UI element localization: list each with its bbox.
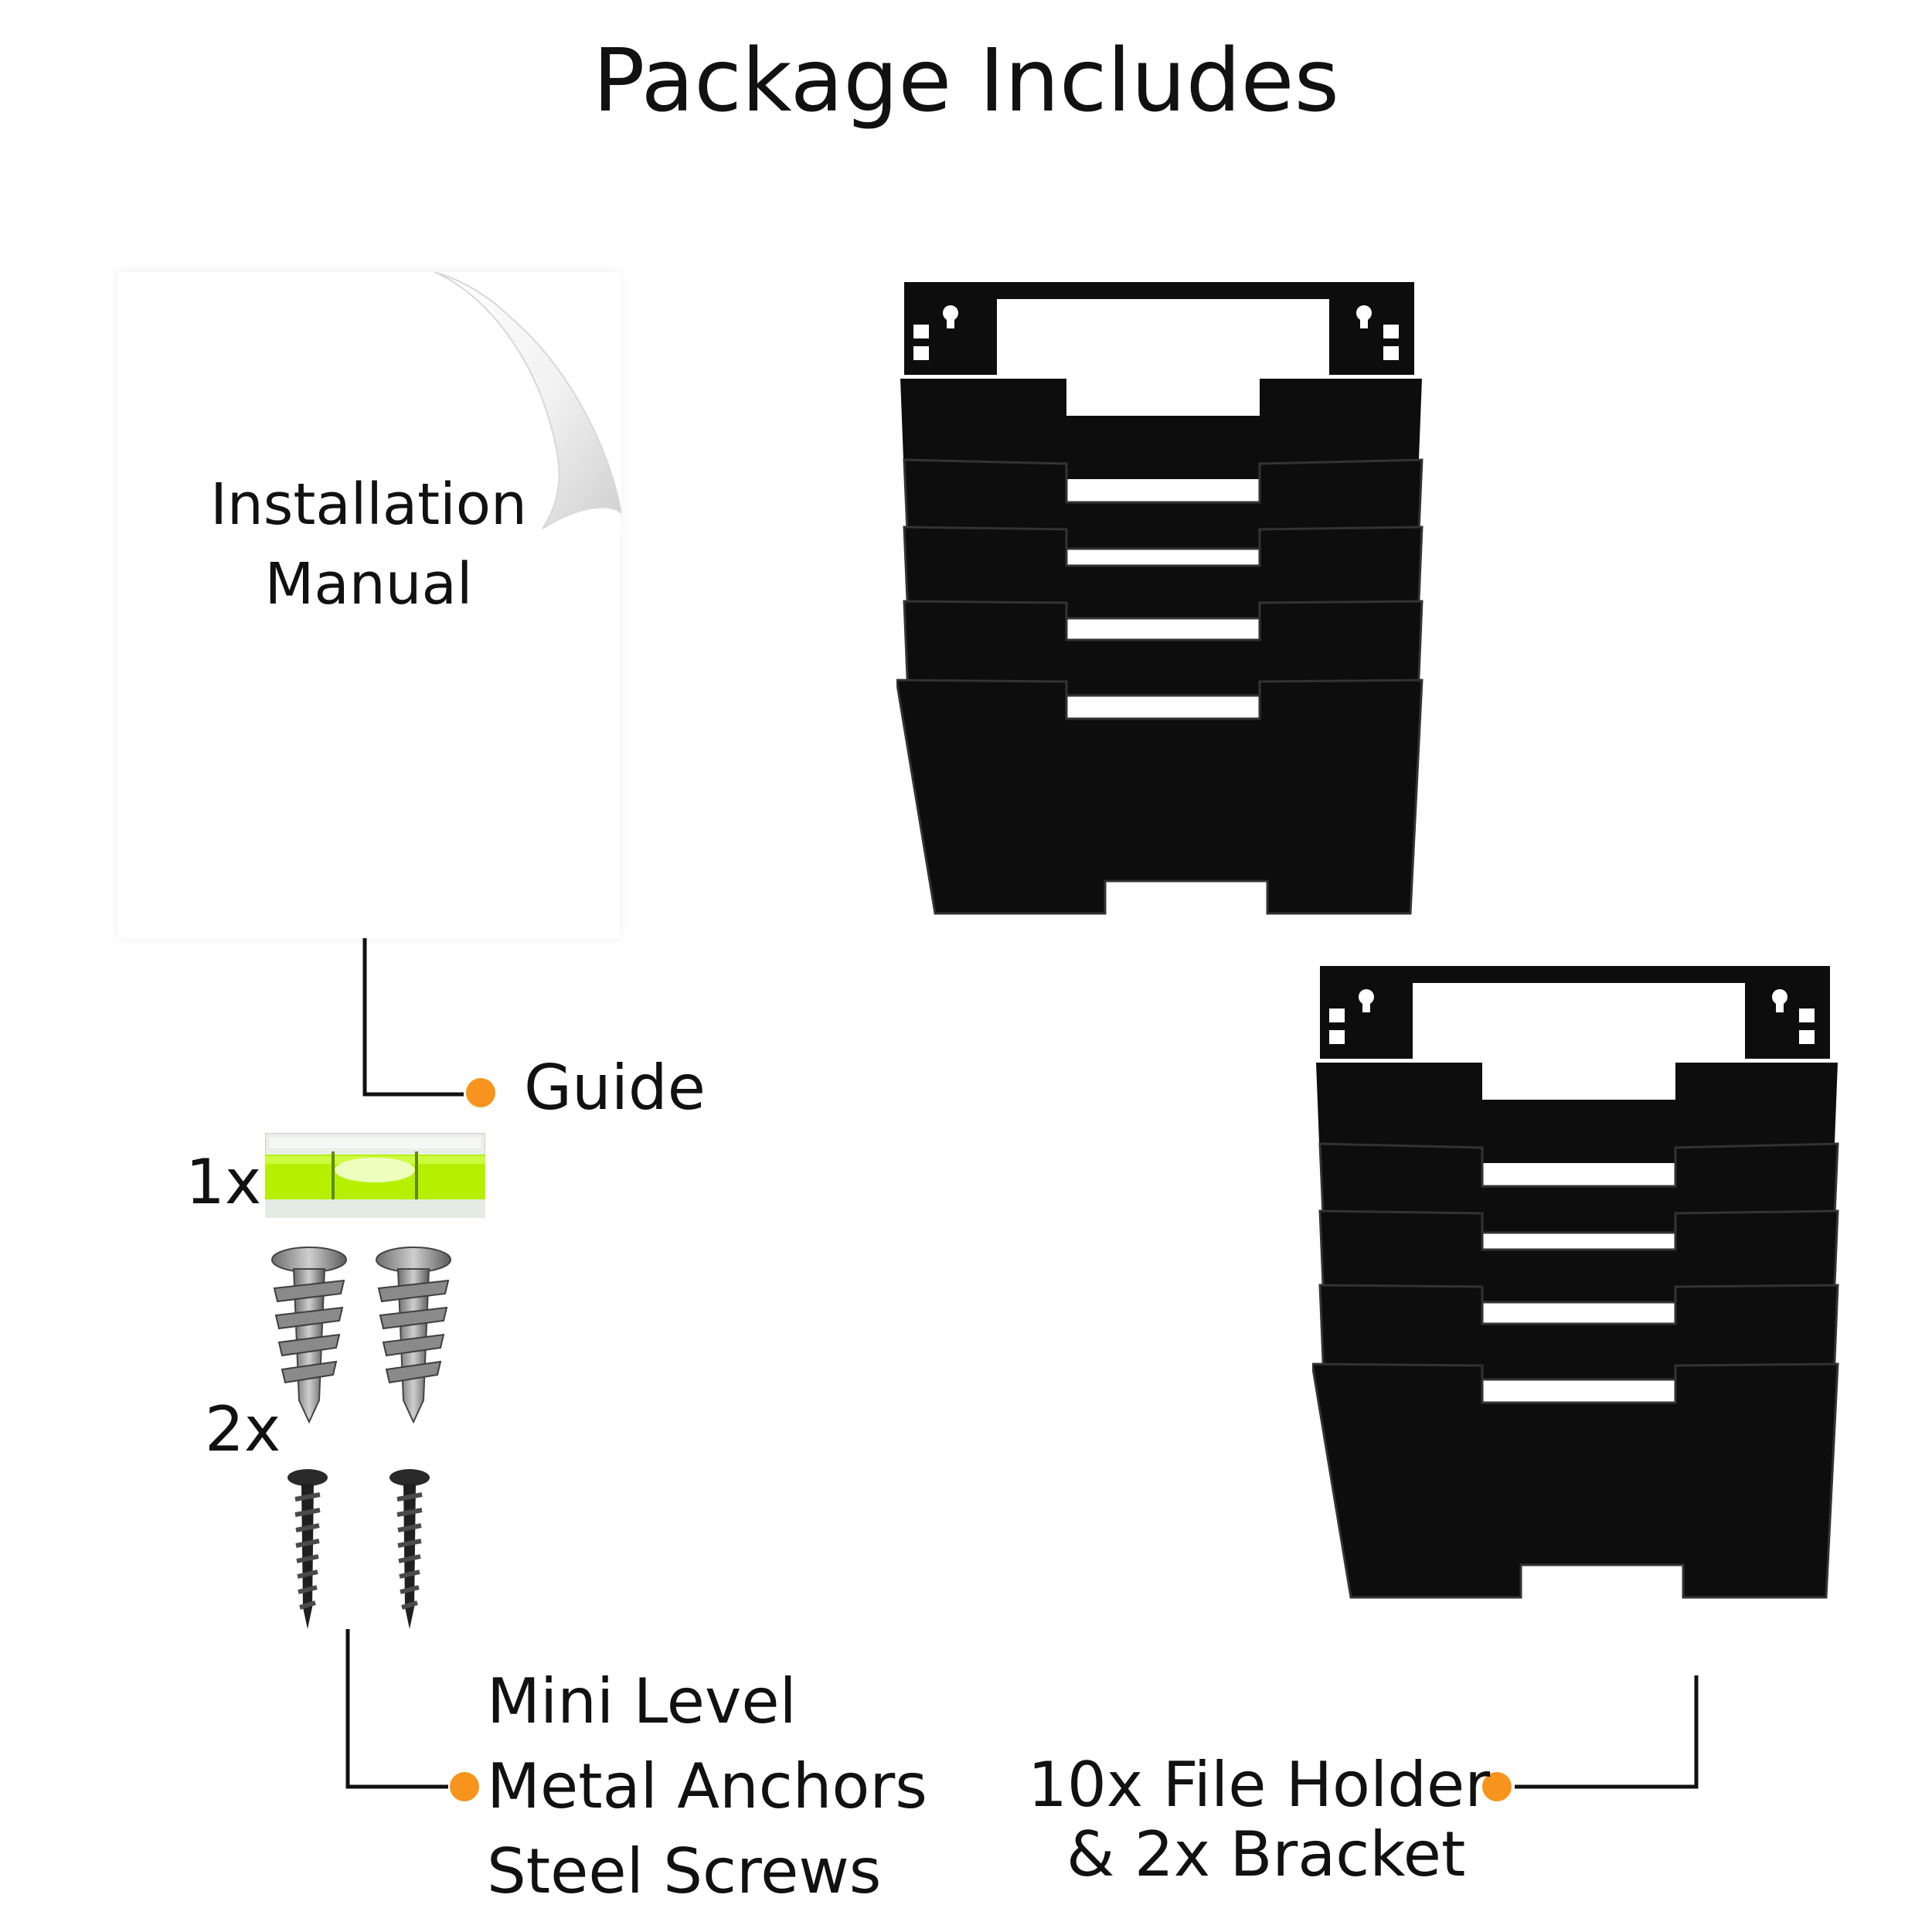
file-holder-dot: [1482, 1772, 1512, 1801]
hardware-dot: [450, 1772, 479, 1801]
metal-anchor-icon: [376, 1247, 451, 1423]
anchors-screws-quantity: 2x: [205, 1393, 281, 1465]
file-holder-icon: [896, 282, 1423, 915]
installation-manual-icon: Installation Manual: [117, 272, 621, 938]
file-holder-label-line2: & 2x Bracket: [1066, 1818, 1466, 1890]
guide-dot: [466, 1078, 495, 1107]
bracket-icon: [1320, 966, 1830, 1059]
page-curl-icon: [427, 272, 621, 535]
level-quantity: 1x: [185, 1146, 262, 1218]
page-title: Package Includes: [593, 31, 1339, 131]
manual-text-line2: Manual: [264, 551, 473, 617]
steel-screw-icon: [287, 1469, 328, 1629]
bracket-icon: [904, 282, 1414, 375]
metal-anchor-icon: [271, 1247, 347, 1423]
mini-level-label: Mini Level: [487, 1665, 797, 1737]
guide-label: Guide: [524, 1052, 706, 1124]
manual-text-line1: Installation: [210, 471, 527, 538]
mini-level-icon: [265, 1133, 485, 1218]
metal-anchors-label: Metal Anchors: [487, 1750, 927, 1822]
steel-screw-icon: [389, 1469, 430, 1629]
file-holder-label-line1: 10x File Holder: [1028, 1749, 1491, 1821]
file-holder-icon: [1312, 966, 1839, 1599]
steel-screws-label: Steel Screws: [487, 1835, 882, 1907]
